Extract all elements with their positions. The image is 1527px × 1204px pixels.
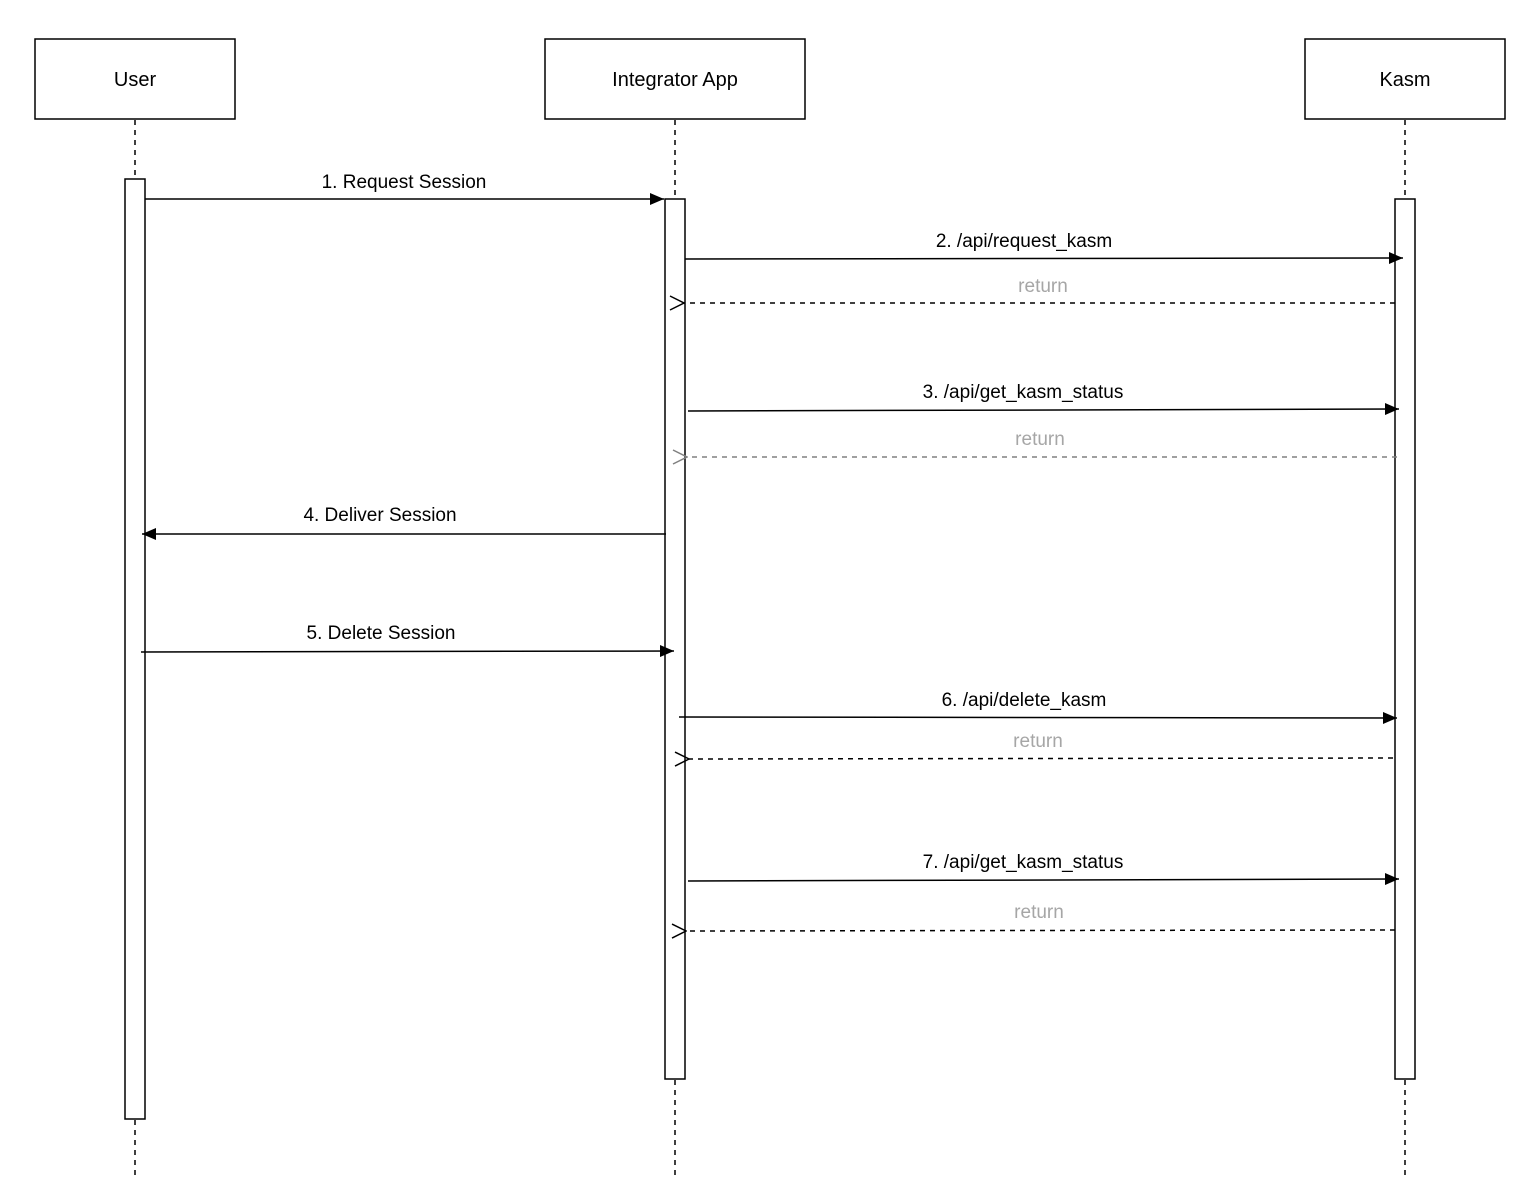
message-2-arrow [684, 252, 1404, 265]
return-3: return [687, 429, 1397, 457]
message-5-label: 5. Delete Session [307, 623, 456, 644]
message-3: 3. /api/get_kasm_status [687, 382, 1400, 416]
message-7-arrow [687, 873, 1400, 886]
message-5-arrow [140, 645, 675, 658]
message-2: 2. /api/request_kasm [684, 231, 1404, 265]
participant-integrator-app-label: Integrator App [612, 69, 738, 91]
return-6-label: return [1013, 731, 1063, 752]
message-7: 7. /api/get_kasm_status [687, 852, 1400, 886]
message-4: 4. Deliver Session [142, 505, 666, 540]
return-3-label: return [1015, 429, 1065, 450]
message-3-label: 3. /api/get_kasm_status [923, 382, 1124, 403]
participant-user-label: User [114, 69, 157, 91]
message-3-arrow [687, 403, 1400, 416]
return-6: return [689, 731, 1394, 759]
return-2-label: return [1018, 276, 1068, 297]
message-4-label: 4. Deliver Session [303, 505, 456, 526]
return-2: return [684, 276, 1395, 303]
participant-integrator-app[interactable]: Integrator App [544, 38, 806, 120]
participant-kasm[interactable]: Kasm [1304, 38, 1506, 120]
message-1: 1. Request Session [145, 172, 664, 205]
activation-bar-user [124, 178, 146, 1120]
message-1-label: 1. Request Session [322, 172, 487, 193]
activation-bar-integrator-app [664, 198, 686, 1080]
message-6-arrow [678, 711, 1398, 724]
participant-user[interactable]: User [34, 38, 236, 120]
participant-kasm-label: Kasm [1379, 69, 1430, 91]
return-7-label: return [1014, 902, 1064, 923]
message-7-label: 7. /api/get_kasm_status [923, 852, 1124, 873]
return-7-arrow [686, 930, 1396, 931]
message-6-label: 6. /api/delete_kasm [942, 690, 1107, 711]
return-6-arrow [689, 758, 1394, 759]
return-7: return [686, 902, 1396, 931]
message-6: 6. /api/delete_kasm [678, 690, 1398, 724]
message-2-label: 2. /api/request_kasm [936, 231, 1112, 252]
message-5: 5. Delete Session [140, 623, 675, 658]
activation-bar-kasm [1394, 198, 1416, 1080]
